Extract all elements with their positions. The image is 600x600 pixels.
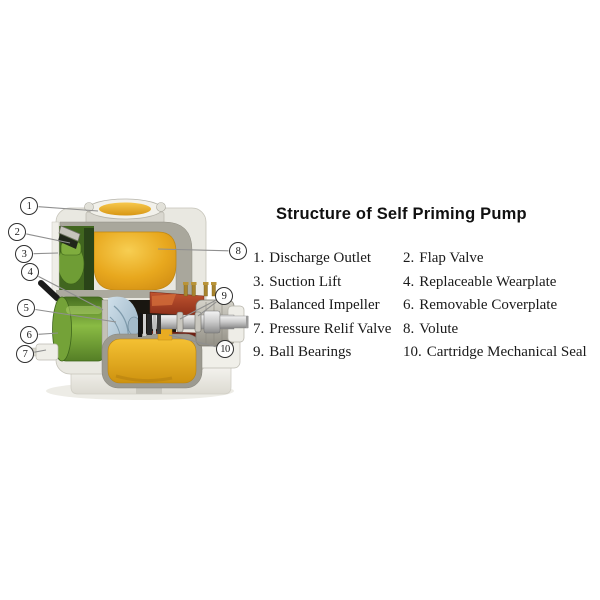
legend-item-number: 6.	[403, 297, 415, 313]
legend-item-label: Pressure Relif Valve	[269, 320, 392, 337]
casing-ledge	[56, 290, 178, 298]
callout-number-2: 2	[8, 223, 26, 241]
legend-item-6: 6.Removable Coverplate	[403, 296, 587, 320]
legend-item-8: 8.Volute	[403, 320, 587, 344]
callout-number-7: 7	[16, 345, 34, 363]
callout-number-8: 8	[229, 242, 247, 260]
page-title: Structure of Self Priming Pump	[276, 205, 527, 223]
ball-bearing-rear	[194, 311, 202, 333]
legend-item-number: 3.	[253, 273, 265, 290]
legend-item-label: Balanced Impeller	[269, 297, 380, 313]
legend-item-label: Ball Bearings	[269, 344, 352, 360]
callout-number-3: 3	[15, 245, 33, 263]
legend-item-label: Cartridge Mechanical Seal	[426, 344, 587, 360]
callout-number-1: 1	[20, 197, 38, 215]
cartridge-mechanical-seal	[138, 313, 161, 337]
legend-item-number: 2.	[403, 250, 415, 266]
pump-shaft	[147, 310, 249, 334]
legend-item-3: 3.Suction Lift	[253, 273, 403, 297]
callout-number-4: 4	[21, 263, 39, 281]
legend-item-label: Removable Coverplate	[419, 297, 558, 313]
legend-item-1: 1.Discharge Outlet	[253, 249, 403, 273]
legend-item-number: 10.	[403, 344, 422, 360]
legend-item-number: 4.	[403, 273, 415, 290]
legend-item-5: 5.Balanced Impeller	[253, 296, 403, 320]
callout-number-6: 6	[20, 326, 38, 344]
ball-bearing-front	[176, 311, 184, 333]
leader-lines	[26, 206, 229, 353]
legend-item-number: 9.	[253, 344, 265, 360]
grease-fittings	[183, 282, 217, 297]
legend-item-10: 10.Cartridge Mechanical Seal	[403, 343, 587, 367]
legend-item-label: Volute	[419, 320, 459, 337]
volute-chamber	[93, 231, 177, 291]
legend-item-2: 2.Flap Valve	[403, 249, 587, 273]
pressure-relief-valve	[29, 343, 59, 361]
legend-item-label: Discharge Outlet	[269, 250, 372, 266]
legend-item-label: Suction Lift	[269, 273, 342, 290]
legend-item-number: 1.	[253, 250, 265, 266]
flap-valve	[58, 225, 81, 249]
legend-item-label: Replaceable Wearplate	[419, 273, 557, 290]
valve-lever	[38, 280, 60, 301]
discharge-outlet	[84, 198, 166, 225]
legend-item-4: 4.Replaceable Wearplate	[403, 273, 587, 297]
legend-item-label: Flap Valve	[419, 250, 484, 266]
legend-item-number: 5.	[253, 297, 265, 313]
callout-number-9: 9	[215, 287, 233, 305]
legend-item-9: 9.Ball Bearings	[253, 343, 403, 367]
legend-item-number: 8.	[403, 320, 415, 337]
callout-number-10: 10	[216, 340, 234, 358]
legend-item-7: 7.Pressure Relif Valve	[253, 320, 403, 344]
legend-item-number: 7.	[253, 320, 265, 337]
callout-number-5: 5	[17, 299, 35, 317]
